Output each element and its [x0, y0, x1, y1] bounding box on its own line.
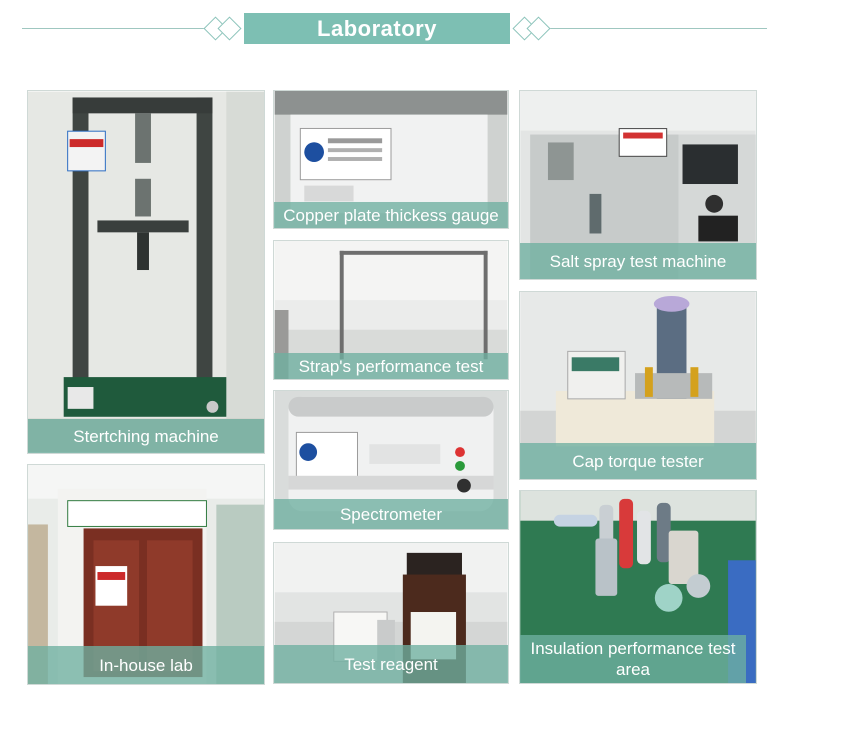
photo-tile-in-house-lab: In-house lab: [27, 464, 265, 685]
tile-caption: Strap's performance test: [274, 353, 508, 379]
tile-caption: In-house lab: [28, 646, 264, 684]
tile-caption: Stertching machine: [28, 419, 264, 453]
tile-caption: Copper plate thickess gauge: [274, 202, 508, 228]
tile-caption: Salt spray test machine: [520, 243, 756, 279]
diamond-ornament-left-inner: [217, 16, 242, 41]
photo-tile-stretching-machine: Stertching machine: [27, 90, 265, 454]
photo-tile-salt-spray-machine: Salt spray test machine: [519, 90, 757, 280]
header-line-right: [545, 28, 767, 29]
photo-tile-cap-torque-tester: Cap torque tester: [519, 291, 757, 480]
photo-tile-insulation-test-area: Insulation performance test area: [519, 490, 757, 684]
photo-tile-spectrometer: Spectrometer: [273, 390, 509, 530]
header-line-left: [22, 28, 228, 29]
photo-tile-strap-test: Strap's performance test: [273, 240, 509, 380]
page-title: Laboratory: [244, 13, 510, 44]
stretching-machine-image: [28, 91, 264, 453]
photo-tile-test-reagent: Test reagent: [273, 542, 509, 684]
tile-caption: Test reagent: [274, 645, 508, 683]
diamond-ornament-right-outer: [526, 16, 551, 41]
tile-caption: Insulation performance test area: [520, 635, 746, 683]
tile-caption: Cap torque tester: [520, 443, 756, 479]
tile-caption: Spectrometer: [274, 499, 508, 529]
photo-tile-copper-plate-gauge: Copper plate thickess gauge: [273, 90, 509, 229]
